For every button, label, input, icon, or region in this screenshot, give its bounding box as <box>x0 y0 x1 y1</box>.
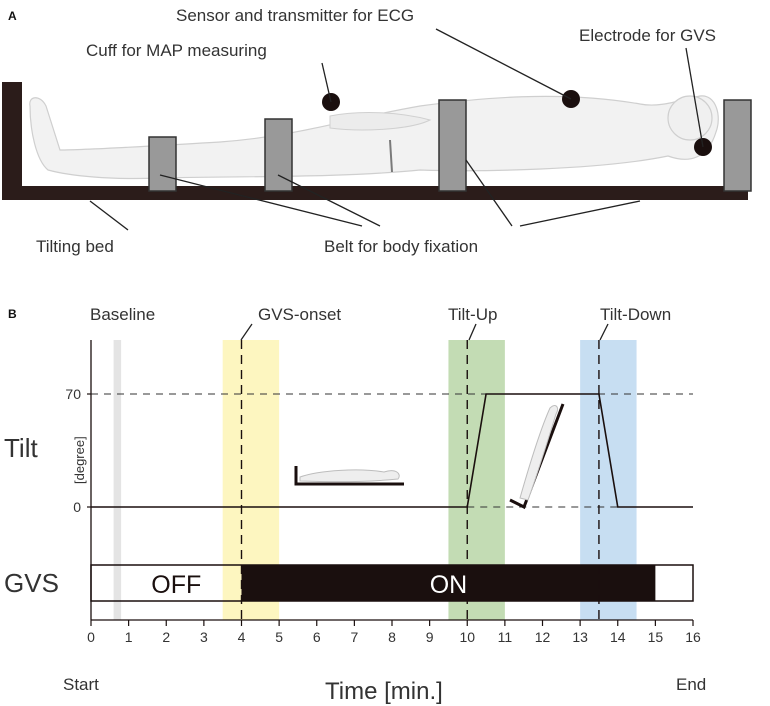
belt-upper-leg <box>264 118 293 192</box>
y-tick-label-0: 0 <box>73 499 81 515</box>
gvs-off-label: OFF <box>151 571 201 599</box>
gvs-on-label: ON <box>430 571 468 599</box>
label-ecg: Sensor and transmitter for ECG <box>176 6 414 25</box>
panel-a-leaders <box>89 28 704 231</box>
x-tick-label-16: 16 <box>685 629 701 645</box>
x-tick-label-12: 12 <box>535 629 551 645</box>
gvs-axis-title: GVS <box>4 568 59 598</box>
phase-label-tilt-up: Tilt-Up <box>448 305 497 324</box>
y-tick-label-70: 70 <box>65 386 81 402</box>
x-tick-label-5: 5 <box>275 629 283 645</box>
x-tick-label-14: 14 <box>610 629 626 645</box>
x-tick-label-2: 2 <box>162 629 170 645</box>
phase-leaders <box>240 323 609 341</box>
end-label: End <box>676 675 706 694</box>
x-tick-label-9: 9 <box>426 629 434 645</box>
supine-body-icon <box>294 466 404 486</box>
gvs-on-segment <box>241 565 656 601</box>
x-tick-label-11: 11 <box>498 629 513 645</box>
phase-label-gvs-onset: GVS-onset <box>258 305 341 324</box>
phase-label-tilt-down: Tilt-Down <box>600 305 671 324</box>
lying-body <box>29 95 719 180</box>
belt-head <box>723 99 752 192</box>
tilt-unit: [degree] <box>72 436 87 484</box>
tilt-axis-title: Tilt <box>4 433 38 463</box>
x-tick-label-1: 1 <box>125 629 133 645</box>
x-tick-label-6: 6 <box>313 629 321 645</box>
x-tick-label-7: 7 <box>350 629 358 645</box>
x-tick-label-0: 0 <box>87 629 95 645</box>
label-cuff: Cuff for MAP measuring <box>86 41 267 60</box>
label-belt: Belt for body fixation <box>324 237 478 256</box>
x-tick-label-4: 4 <box>238 629 246 645</box>
phase-label-baseline: Baseline <box>90 305 155 324</box>
x-tick-label-13: 13 <box>572 629 588 645</box>
bed-headboard <box>2 82 22 200</box>
start-label: Start <box>63 675 99 694</box>
x-tick-label-15: 15 <box>648 629 664 645</box>
tilt-series-line <box>91 393 693 508</box>
x-axis-title: Time [min.] <box>325 678 443 705</box>
bed-base <box>12 186 748 200</box>
belt-lower-leg <box>148 136 177 192</box>
panel-a-letter: A <box>8 9 17 23</box>
phase-band-baseline <box>113 340 122 620</box>
x-tick-label-10: 10 <box>459 629 475 645</box>
label-tilting-bed: Tilting bed <box>36 237 114 256</box>
label-electrode: Electrode for GVS <box>579 26 716 45</box>
x-tick-label-8: 8 <box>388 629 396 645</box>
tilted-body-icon <box>509 403 565 510</box>
belt-trunk <box>438 99 467 192</box>
panel-b-letter: B <box>8 307 17 321</box>
x-tick-label-3: 3 <box>200 629 208 645</box>
